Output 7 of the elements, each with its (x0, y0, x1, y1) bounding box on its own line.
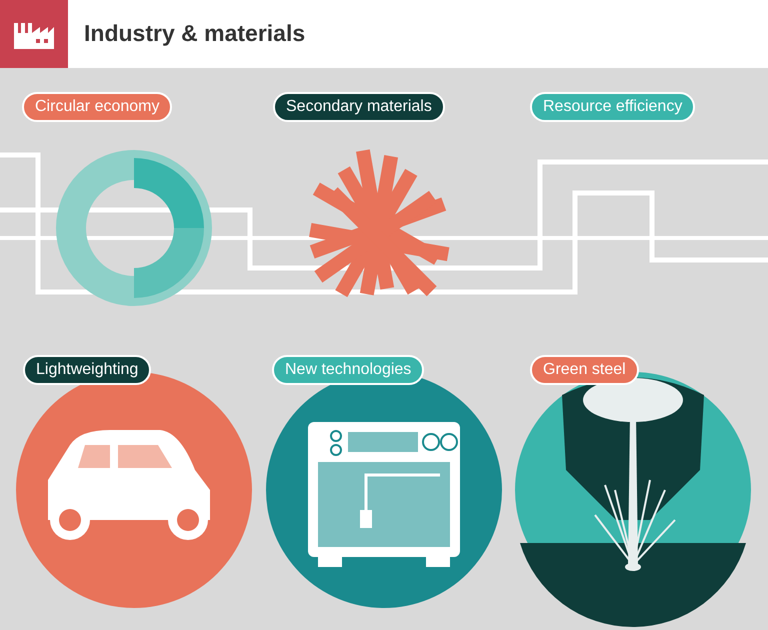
page-title: Industry & materials (84, 20, 306, 47)
topic-tag: New technologies (272, 355, 424, 385)
topic-tag: Circular economy (22, 92, 172, 122)
topic-tag: Green steel (530, 355, 639, 385)
topic-tag: Secondary materials (273, 92, 445, 122)
topic-tag: Lightweighting (23, 355, 152, 385)
topic-tag: Resource efficiency (530, 92, 696, 122)
